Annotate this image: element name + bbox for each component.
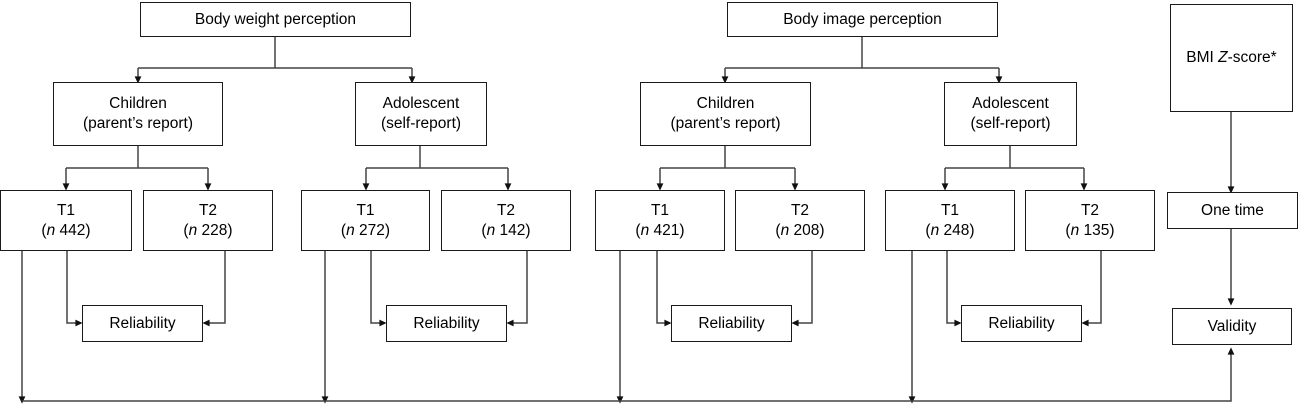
timepoint-box-t2[interactable]: T2 (n 228) — [143, 190, 273, 251]
timepoint-label: T2 — [198, 201, 218, 219]
timepoint-label: T2 — [1080, 201, 1100, 219]
header-label: Body image perception — [783, 10, 942, 28]
branch-box-children-parent-report-weight[interactable]: Children (parent’s report) — [53, 82, 223, 146]
timing-label: One time — [1201, 201, 1264, 219]
timepoint-n: (n 208) — [775, 221, 825, 239]
wire-c2b-t2-to-reliability — [1081, 251, 1102, 327]
wire-c1b-t2-to-reliability — [506, 251, 528, 327]
header-box-bmi-z-score[interactable]: BMI Z-score* — [1170, 4, 1293, 112]
bmi-z-score-label: BMI Z-score* — [1186, 49, 1277, 67]
wire-c2a-t2-to-reliability — [791, 251, 813, 327]
timepoint-label: T2 — [790, 201, 810, 219]
branch-line2: (parent’s report) — [83, 115, 193, 132]
outcome-box-reliability[interactable]: Reliability — [961, 305, 1082, 342]
timepoint-n: (n 135) — [1065, 221, 1115, 239]
outcome-label: Reliability — [109, 314, 176, 332]
branch-line1: Children — [109, 95, 167, 113]
timepoint-label: T1 — [650, 201, 670, 219]
branch-line1: Adolescent — [972, 95, 1049, 113]
branch-line1: Adolescent — [382, 95, 460, 113]
timepoint-box-t1[interactable]: T1 (n 272) — [301, 190, 430, 251]
outcome-box-reliability[interactable]: Reliability — [386, 305, 507, 342]
branch-line2: (self-report) — [380, 115, 462, 132]
wire-c1a-t2-to-reliability — [202, 251, 226, 327]
timepoint-box-t1[interactable]: T1 (n 421) — [595, 190, 725, 251]
wire-bottom-bus-to-validity — [22, 347, 1235, 402]
header-box-body-weight-perception[interactable]: Body weight perception — [140, 2, 411, 37]
timepoint-n: (n 248) — [925, 221, 975, 239]
timepoint-box-t1[interactable]: T1 (n 442) — [0, 190, 132, 251]
wire-c1b-t1-to-reliability — [370, 251, 387, 327]
timepoint-n: (n 421) — [635, 221, 685, 239]
branch-box-adolescent-self-report-image[interactable]: Adolescent (self-report) — [944, 82, 1077, 146]
header-box-body-image-perception[interactable]: Body image perception — [727, 2, 998, 37]
wire-c2a-t1-to-reliability — [656, 251, 672, 327]
timepoint-n: (n 442) — [41, 221, 91, 239]
timepoint-box-t1[interactable]: T1 (n 248) — [885, 190, 1015, 251]
timepoint-label: T2 — [496, 201, 516, 219]
wire-c2b-t1-to-reliability — [946, 251, 962, 327]
outcome-box-reliability[interactable]: Reliability — [671, 305, 792, 342]
branch-box-children-parent-report-image[interactable]: Children (parent’s report) — [640, 82, 811, 146]
timepoint-box-t2[interactable]: T2 (n 142) — [441, 190, 571, 251]
timepoint-n: (n 228) — [183, 221, 233, 239]
header-label: Body weight perception — [194, 10, 357, 28]
outcome-label: Validity — [1207, 317, 1257, 335]
branch-line1: Children — [696, 95, 755, 113]
outcome-label: Reliability — [413, 314, 480, 332]
outcome-label: Reliability — [698, 314, 765, 332]
timepoint-n: (n 142) — [481, 221, 531, 239]
outcome-box-reliability[interactable]: Reliability — [82, 305, 203, 342]
timepoint-label: T1 — [940, 201, 960, 219]
branch-box-adolescent-self-report-weight[interactable]: Adolescent (self-report) — [355, 82, 487, 146]
branch-line2: (self-report) — [970, 115, 1051, 132]
branch-line2: (parent’s report) — [670, 115, 781, 132]
timepoint-label: T1 — [356, 201, 375, 219]
timepoint-box-t2[interactable]: T2 (n 208) — [735, 190, 865, 251]
timepoint-label: T1 — [56, 201, 76, 219]
wire-c1a-t1-to-reliability — [66, 251, 83, 327]
outcome-label: Reliability — [988, 314, 1055, 332]
timing-box-one-time[interactable]: One time — [1167, 192, 1298, 229]
outcome-box-validity[interactable]: Validity — [1172, 308, 1292, 345]
timepoint-n: (n 272) — [340, 221, 391, 239]
timepoint-box-t2[interactable]: T2 (n 135) — [1025, 190, 1155, 251]
